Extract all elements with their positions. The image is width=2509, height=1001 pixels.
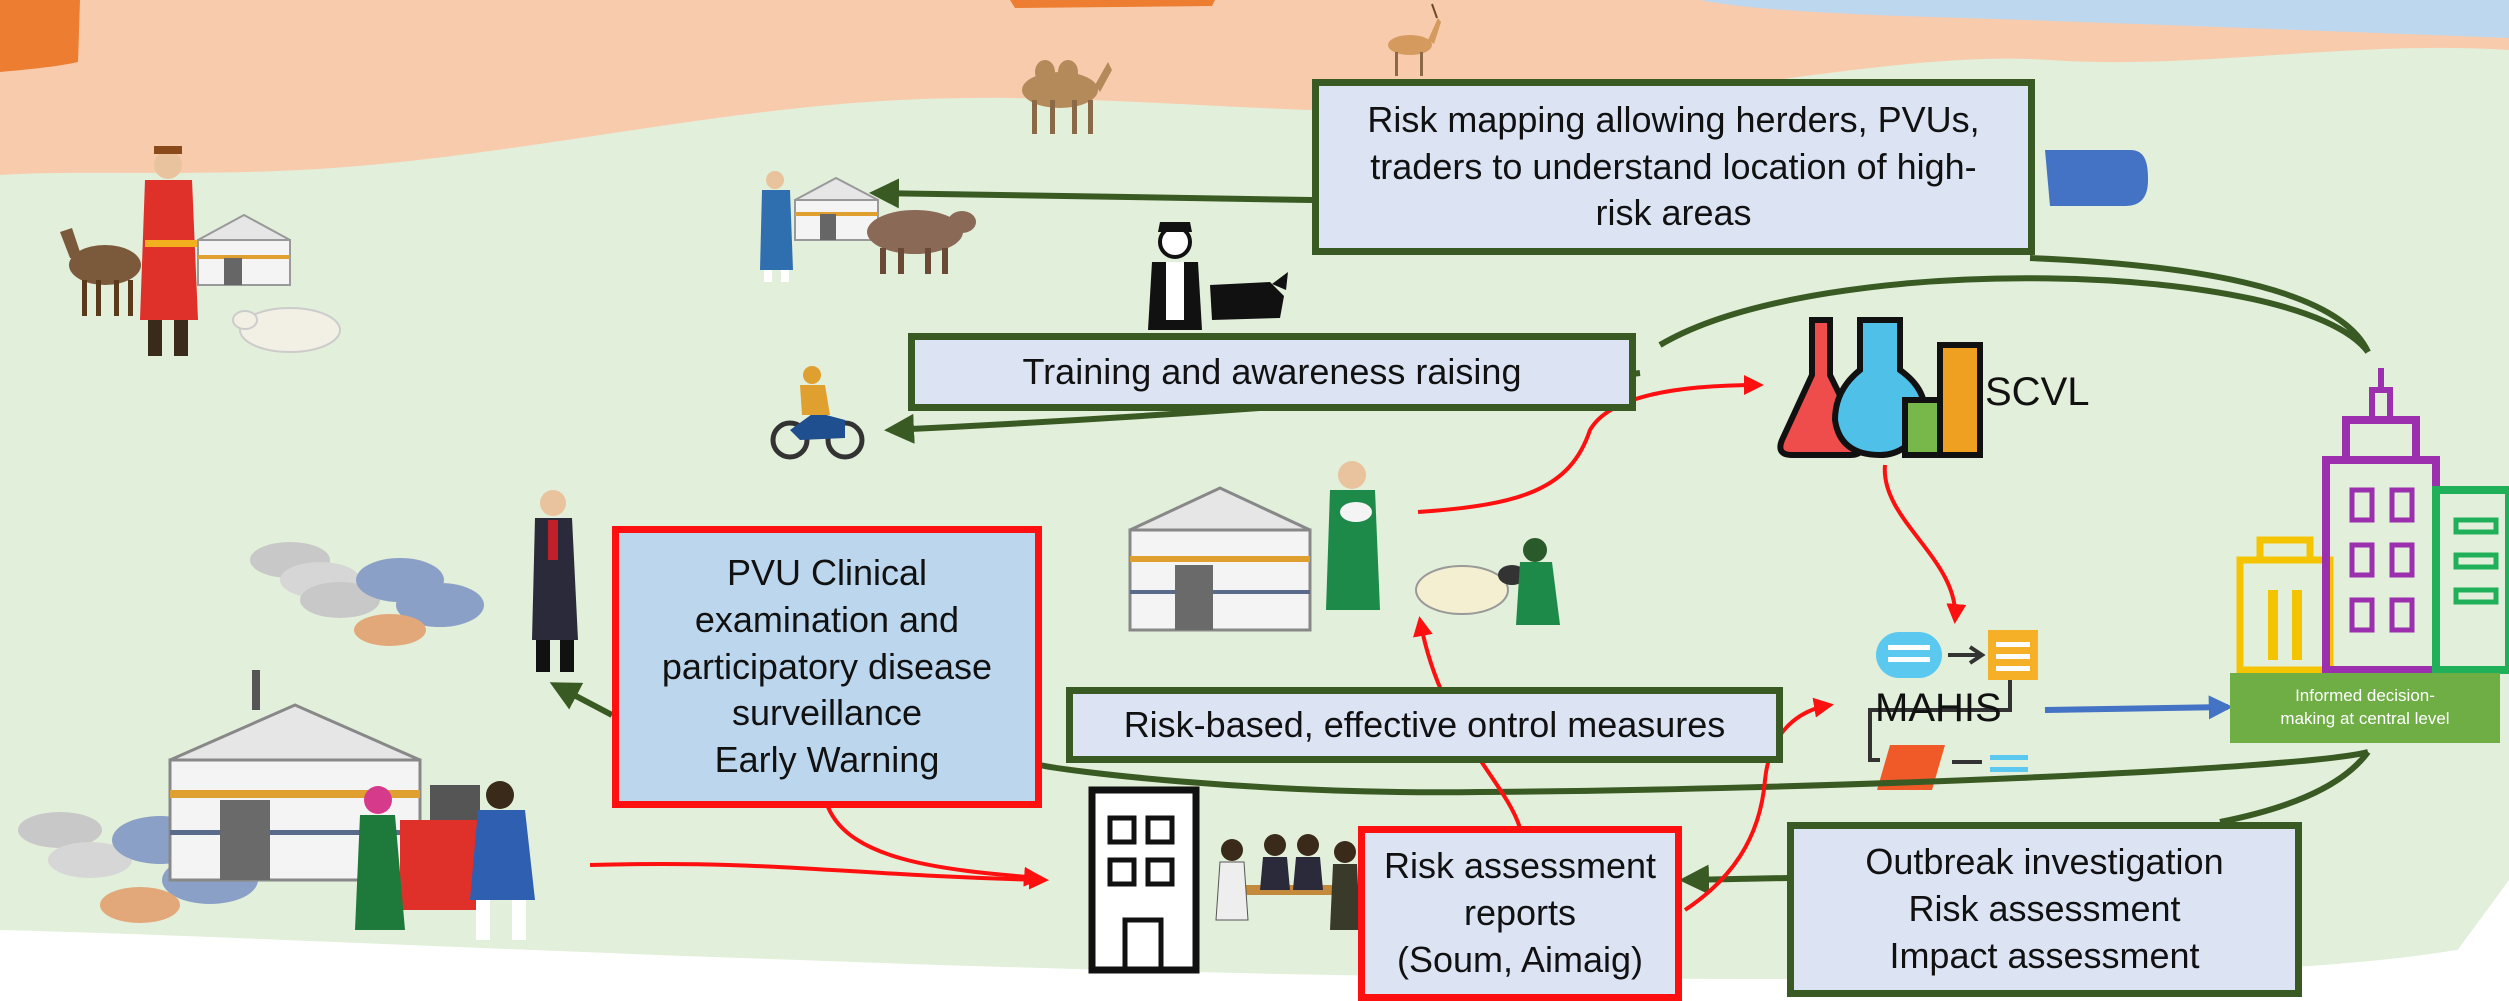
meeting-people-icon [1215, 834, 1360, 930]
risk-reports-box: Risk assessment reports (Soum, Aimaig) [1358, 826, 1682, 1001]
risk-mapping-box: Risk mapping allowing herders, PVUs, tra… [1312, 79, 2035, 255]
motorbike-icon [770, 366, 865, 460]
pvu-surveillance-box: PVU Clinical examination and participato… [612, 526, 1042, 808]
farmer-icon [1148, 222, 1288, 330]
veterinarian-icon [1516, 538, 1560, 625]
arrow-decision-to-riskmap [2029, 255, 2371, 354]
sky-top-right [1700, 0, 2509, 38]
office-building-icon [1088, 786, 1200, 974]
arrow-decision-to-pvu [1039, 749, 2369, 796]
white-right-edge [2420, 880, 2509, 1001]
control-measures-box: Risk-based, effective ontrol measures [1066, 687, 1783, 763]
mahis-label: MAHIS [1875, 686, 2002, 730]
desert-band [0, 0, 2509, 175]
arrow-mahis-to-decision [2044, 695, 2233, 720]
veterinarian-icon [1326, 461, 1380, 610]
arrow-outbreak-to-reports [1679, 864, 1789, 895]
ger-icon [168, 670, 422, 882]
herder-icon [140, 146, 198, 356]
city-buildings-icon [2236, 368, 2509, 674]
training-box: Training and awareness raising [908, 333, 1636, 411]
arrow-reports-to-mahis [1683, 697, 1834, 912]
lab-flasks-icon [1777, 317, 1983, 459]
herder-icon [355, 781, 535, 940]
arrow-pvu-to-office [826, 806, 1044, 887]
sheep-icon [232, 307, 341, 353]
arrow-farm-to-office [589, 861, 1049, 890]
arrow-pvu-to-vet [549, 682, 614, 718]
arrow-riskmap-to-herders [869, 178, 1313, 209]
herder-icon [760, 171, 793, 282]
decision-making-label: Informed decision- making at central lev… [2230, 673, 2500, 743]
ger-icon [197, 213, 291, 286]
arrow-decision-to-training [1658, 275, 2371, 354]
antelope-icon [1388, 3, 1441, 76]
orange-corner [0, 0, 80, 72]
scvl-label: SCVL [1985, 370, 2090, 414]
veterinarian-icon [532, 490, 578, 672]
arrow-decision-to-outbreak [2219, 750, 2371, 825]
water-pond-icon [2045, 150, 2148, 206]
ger-icon [1128, 486, 1312, 632]
arrow-scvl-to-mahis [1882, 464, 1967, 624]
camel-icon [1022, 60, 1112, 134]
arrow-vet-to-scvl [1417, 375, 1764, 514]
horse-icon [60, 228, 141, 316]
goat-icon [250, 542, 484, 646]
ger-icon [794, 176, 879, 241]
orange-strip [1010, 0, 1215, 8]
cow-icon [867, 210, 976, 274]
outbreak-investigation-box: Outbreak investigation Risk assessment I… [1787, 822, 2302, 997]
